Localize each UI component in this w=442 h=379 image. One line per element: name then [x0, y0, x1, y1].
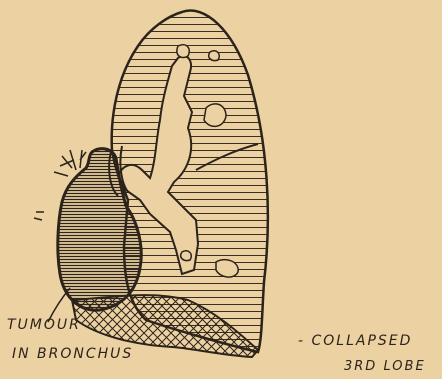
collapsed-label-line2: 3RD LOBE: [344, 360, 426, 373]
lung-spot: [177, 45, 189, 58]
lung-spot: [204, 104, 226, 127]
lung-spot: [181, 251, 192, 261]
lung-spot: [216, 260, 238, 277]
lung-spot: [209, 51, 220, 61]
tumour-label-line2: IN BRONCHUS: [12, 347, 133, 361]
tumour-label-line1: TUMOUR: [7, 318, 81, 332]
collapsed-label-line1: - COLLAPSED: [298, 334, 412, 348]
stray-mark: [34, 212, 44, 220]
